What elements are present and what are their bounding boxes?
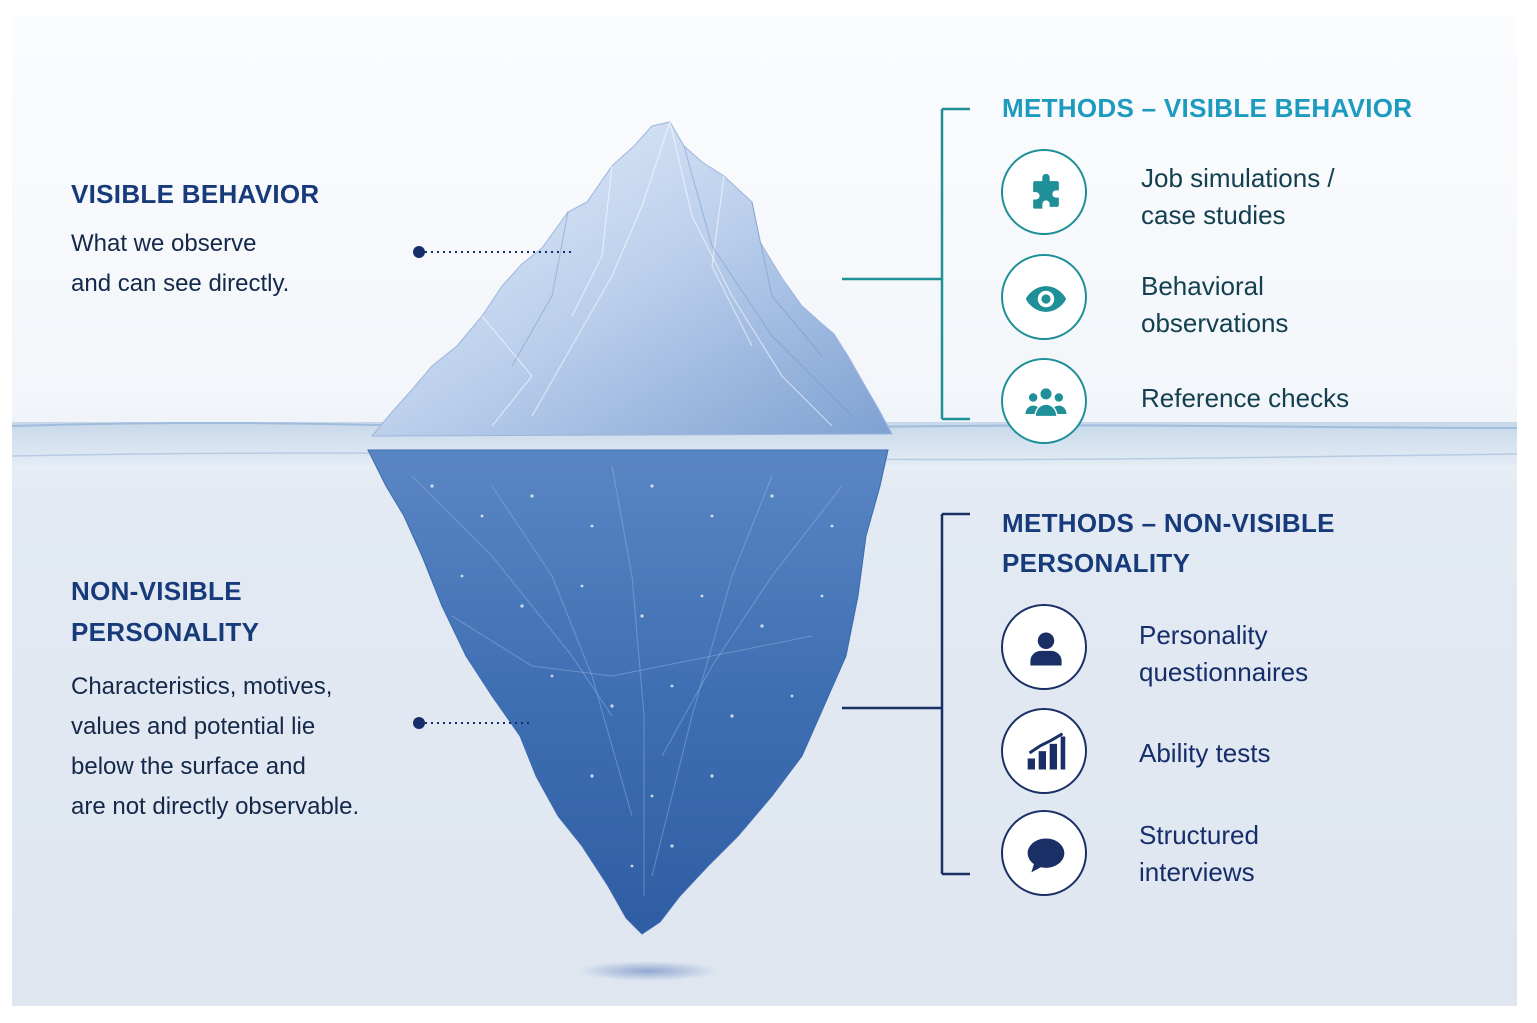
method-label-line-1: Structured <box>1139 820 1259 850</box>
visible-behavior-heading: VISIBLE BEHAVIOR <box>71 179 320 209</box>
nonvisible-heading-line-2: PERSONALITY <box>71 617 260 647</box>
methods-nonvisible-heading-line-1: METHODS – NON-VISIBLE <box>1002 508 1335 538</box>
nonvisible-desc-line-1: Characteristics, motives, <box>71 673 333 700</box>
nonvisible-heading-line-1: NON-VISIBLE <box>71 576 242 606</box>
iceberg <box>367 121 893 935</box>
nonvisible-desc-line-2: values and potential lie <box>71 713 316 740</box>
visible-behavior-desc-line-1: What we observe <box>71 230 257 257</box>
speech-bubble-icon <box>1027 838 1065 873</box>
nonvisible-bracket <box>842 512 970 876</box>
method-label-line-1: Ability tests <box>1139 738 1271 768</box>
diagram-canvas: VISIBLE BEHAVIOR What we observe and can… <box>12 16 1517 1006</box>
iceberg-shadow <box>578 961 718 981</box>
nonvisible-leader <box>413 717 532 729</box>
group-icon <box>1025 388 1067 416</box>
eye-icon <box>1025 286 1067 312</box>
connectors <box>413 107 970 876</box>
method-label-line-2: interviews <box>1139 857 1255 887</box>
method-icon-circle <box>1001 149 1087 235</box>
bar-chart-icon <box>1027 732 1066 770</box>
methods-visible-heading: METHODS – VISIBLE BEHAVIOR <box>1002 93 1413 123</box>
method-label-line-1: Job simulations / <box>1141 163 1335 193</box>
method-icon-circle <box>1001 708 1087 794</box>
methods-nonvisible-heading-line-2: PERSONALITY <box>1002 548 1191 578</box>
method-label-line-1: Reference checks <box>1141 383 1350 413</box>
method-label-line-1: Behavioral <box>1141 271 1264 301</box>
visible-bracket <box>842 107 970 421</box>
method-label-line-1: Personality <box>1139 620 1268 650</box>
method-icon-circle <box>1001 254 1087 340</box>
method-label-line-2: case studies <box>1141 200 1286 230</box>
method-icon-circle <box>1001 358 1087 444</box>
method-label-line-2: questionnaires <box>1139 657 1309 687</box>
method-icon-circle <box>1001 604 1087 690</box>
method-icon-circle <box>1001 810 1087 896</box>
visible-leader <box>413 246 572 258</box>
puzzle-icon <box>1033 173 1059 209</box>
method-label-line-2: observations <box>1141 308 1289 338</box>
person-icon <box>1030 632 1062 666</box>
nonvisible-desc-line-4: are not directly observable. <box>71 793 360 820</box>
nonvisible-desc-line-3: below the surface and <box>71 753 306 780</box>
visible-behavior-desc-line-2: and can see directly. <box>71 270 290 297</box>
iceberg-submerged <box>367 449 889 935</box>
